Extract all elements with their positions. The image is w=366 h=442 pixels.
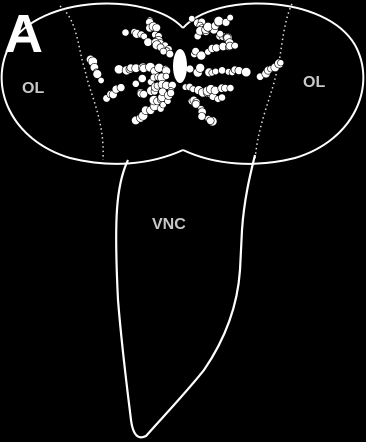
- optic-lobe-right-label: OL: [303, 74, 325, 91]
- cell: [214, 16, 223, 25]
- cell: [227, 14, 234, 21]
- cell: [207, 117, 215, 125]
- cell: [122, 29, 129, 36]
- cell: [140, 90, 148, 98]
- vnc-label: VNC: [152, 216, 186, 233]
- cell: [242, 67, 251, 76]
- midline-ellipse: [173, 49, 187, 83]
- cell: [98, 77, 104, 83]
- cell: [186, 65, 194, 73]
- cell: [218, 67, 225, 74]
- cell: [198, 113, 206, 121]
- cell: [153, 24, 161, 32]
- cell: [163, 73, 169, 79]
- cell: [166, 50, 174, 58]
- panel-label: A: [4, 4, 43, 64]
- cell: [167, 89, 174, 96]
- cell: [144, 38, 152, 46]
- cell: [218, 94, 225, 101]
- cell: [217, 30, 224, 37]
- cell: [227, 85, 234, 92]
- optic-lobe-left-label: OL: [22, 80, 44, 97]
- cell: [232, 42, 239, 49]
- cell: [138, 74, 146, 82]
- cell: [278, 60, 284, 66]
- cell: [117, 84, 125, 92]
- cell: [212, 68, 219, 75]
- cell: [196, 63, 205, 72]
- cell: [160, 48, 167, 55]
